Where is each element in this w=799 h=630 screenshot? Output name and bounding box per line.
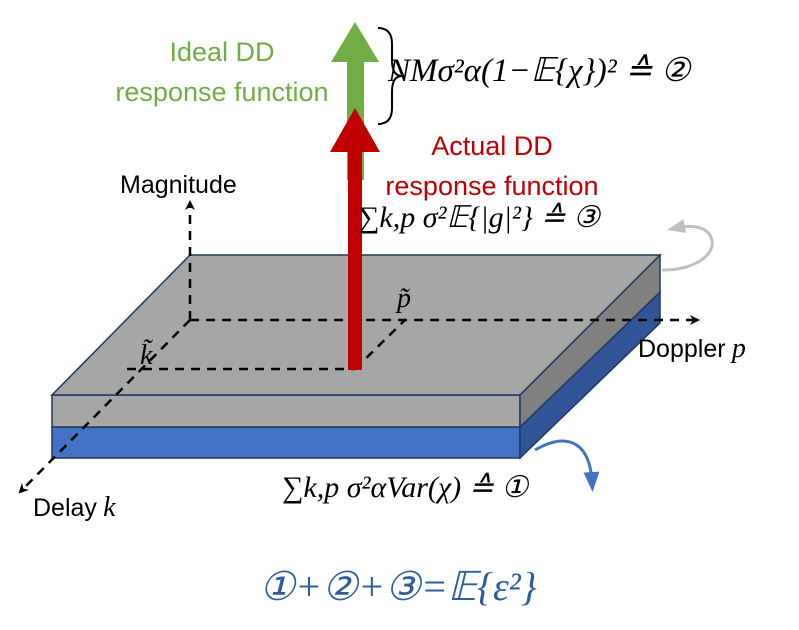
delay-variable: k bbox=[103, 492, 116, 523]
doppler-text: Doppler bbox=[638, 335, 726, 363]
p-tilde-label: p̃ bbox=[397, 283, 411, 314]
ideal-arrow-head bbox=[331, 22, 379, 62]
equation-slab: ∑k,p σ²αVar(χ) ≙ ① bbox=[282, 471, 529, 504]
curly-brace bbox=[377, 27, 403, 125]
ideal-label-line2: response function bbox=[115, 77, 329, 107]
ideal-label: Ideal DD response function bbox=[92, 32, 352, 112]
delay-axis bbox=[18, 319, 191, 494]
magnitude-label: Magnitude bbox=[120, 171, 237, 199]
equation-actual: ∑k,p σ²𝔼{|g|²} ≙ ③ bbox=[358, 201, 600, 234]
k-tilde-label: k̃ bbox=[140, 340, 153, 371]
actual-label-line2: response function bbox=[385, 171, 599, 201]
actual-arrow-head bbox=[330, 108, 380, 152]
slab-blue-front bbox=[51, 426, 521, 459]
gray-curved-arrow bbox=[661, 219, 714, 272]
slab-gray-front bbox=[51, 394, 521, 428]
doppler-variable: p bbox=[731, 333, 746, 364]
delay-text: Delay bbox=[33, 494, 97, 522]
doppler-label: Doppler p bbox=[638, 333, 746, 365]
ideal-label-line1: Ideal DD bbox=[169, 37, 275, 67]
equation-total: ①+②+③=𝔼{ε²} bbox=[259, 564, 537, 609]
actual-arrow-shaft bbox=[348, 148, 362, 370]
actual-label: Actual DD response function bbox=[362, 126, 622, 206]
delay-label: Delay k bbox=[33, 492, 116, 524]
blue-curved-arrow bbox=[534, 439, 600, 492]
equation-ideal: NMσ²α(1−𝔼{χ})² ≙ ② bbox=[388, 53, 691, 89]
actual-label-line1: Actual DD bbox=[431, 131, 553, 161]
p-tilde-guide bbox=[354, 319, 406, 370]
